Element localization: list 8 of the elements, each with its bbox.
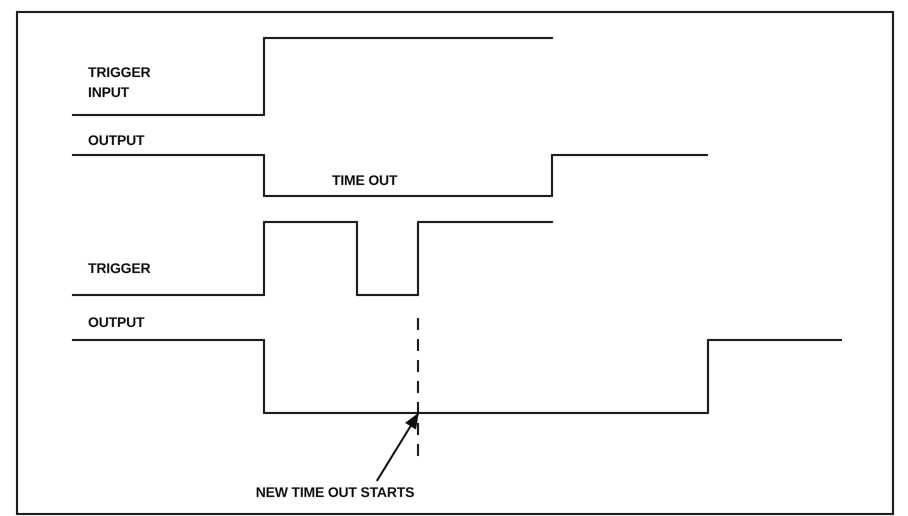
interval-label: TIME OUT — [332, 171, 398, 190]
signal-label: OUTPUT — [88, 313, 146, 332]
waveform-trace — [72, 339, 842, 414]
leader-line — [376, 412, 419, 482]
signal-label: TRIGGER — [88, 259, 152, 278]
signal-label: TRIGGER INPUT — [88, 63, 152, 102]
signal-label: OUTPUT — [88, 131, 146, 150]
callout-text: NEW TIME OUT STARTS — [240, 482, 430, 502]
